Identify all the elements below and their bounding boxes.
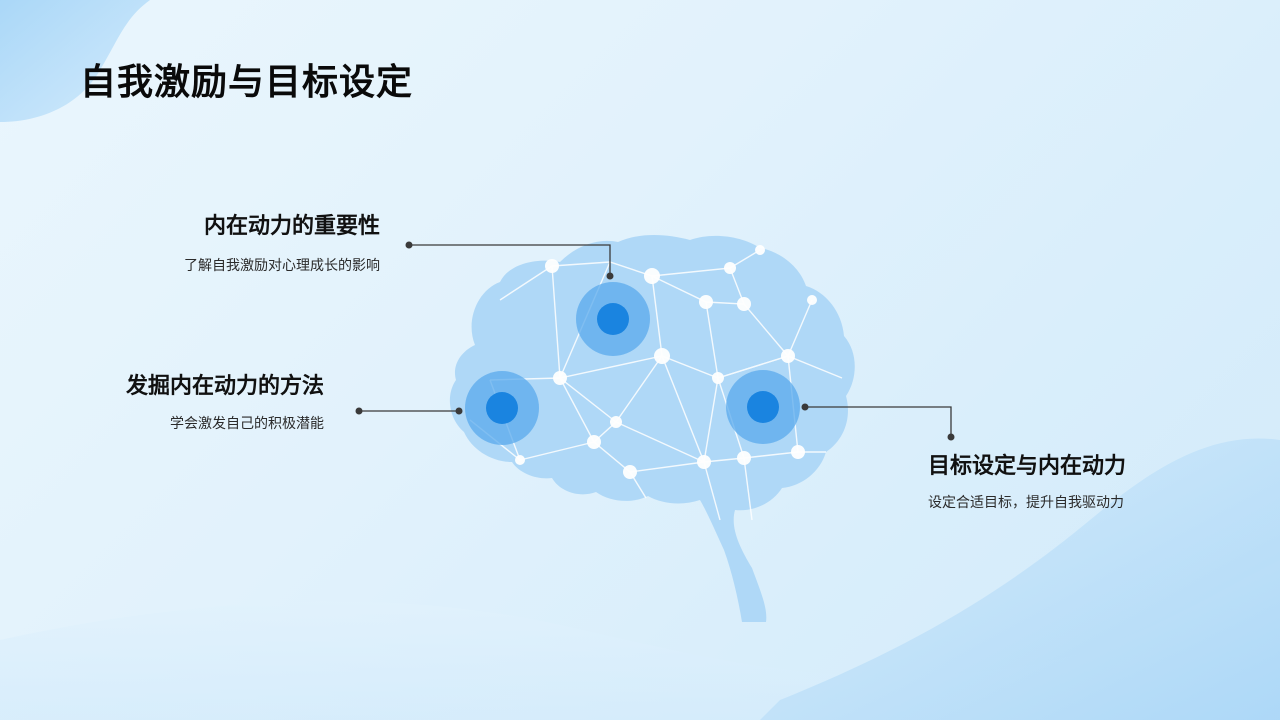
connector-3 [805,406,952,437]
hotspot-2 [465,371,539,445]
point-1-title: 内在动力的重要性 [203,214,380,239]
point-2-title: 发掘内在动力的方法 [125,374,324,399]
hotspot-1 [576,282,650,356]
connector-1 [409,244,611,276]
point-3-desc: 设定合适目标，提升自我驱动力 [928,495,1124,511]
point-3-title: 目标设定与内在动力 [928,454,1127,479]
page-title: 自我激励与目标设定 [80,62,414,103]
point-1-desc: 了解自我激励对心理成长的影响 [184,258,380,274]
point-2-desc: 学会激发自己的积极潜能 [170,416,324,432]
hotspot-3 [726,370,800,444]
